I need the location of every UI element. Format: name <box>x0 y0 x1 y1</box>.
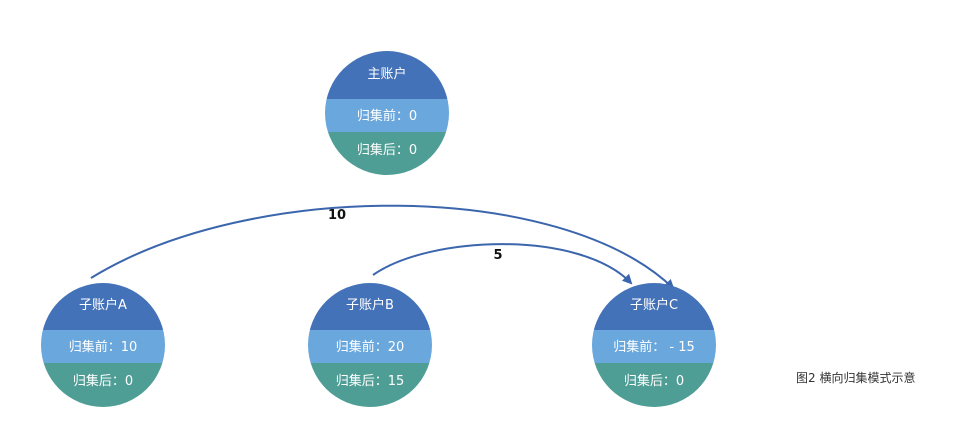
edge-b-to-c: 5 <box>372 243 633 285</box>
node-sub-account-c: 子账户C 归集前： - 15 归集后：0 <box>592 283 716 407</box>
node-b-after: 归集后：15 <box>336 373 405 389</box>
edge-a-to-c: 10 <box>90 204 675 290</box>
figure-caption: 图2 横向归集模式示意 <box>796 371 916 385</box>
node-main-account: 主账户 归集前：0 归集后：0 <box>325 51 449 175</box>
node-main-before-band <box>325 99 449 132</box>
node-a-title: 子账户A <box>79 297 127 313</box>
node-sub-account-b: 子账户B 归集前：20 归集后：15 <box>308 283 432 407</box>
node-c-before: 归集前： - 15 <box>613 339 695 355</box>
node-c-title: 子账户C <box>630 297 678 313</box>
edge-b-to-c-label: 5 <box>493 248 502 263</box>
node-c-after: 归集后：0 <box>624 373 684 389</box>
edge-b-to-c-line <box>372 243 633 285</box>
edge-a-to-c-label: 10 <box>328 208 346 223</box>
node-b-before-band <box>308 330 432 363</box>
node-main-before: 归集前：0 <box>357 108 417 124</box>
node-sub-account-a: 子账户A 归集前：10 归集后：0 <box>41 283 165 407</box>
edge-a-to-c-line <box>90 204 675 290</box>
node-a-before: 归集前：10 <box>69 339 138 355</box>
node-b-title: 子账户B <box>346 297 394 313</box>
node-b-before: 归集前：20 <box>336 339 405 355</box>
node-c-before-band <box>592 330 716 363</box>
node-main-after: 归集后：0 <box>357 142 417 158</box>
node-main-title: 主账户 <box>367 66 406 82</box>
node-a-before-band <box>41 330 165 363</box>
node-a-after: 归集后：0 <box>73 373 133 389</box>
